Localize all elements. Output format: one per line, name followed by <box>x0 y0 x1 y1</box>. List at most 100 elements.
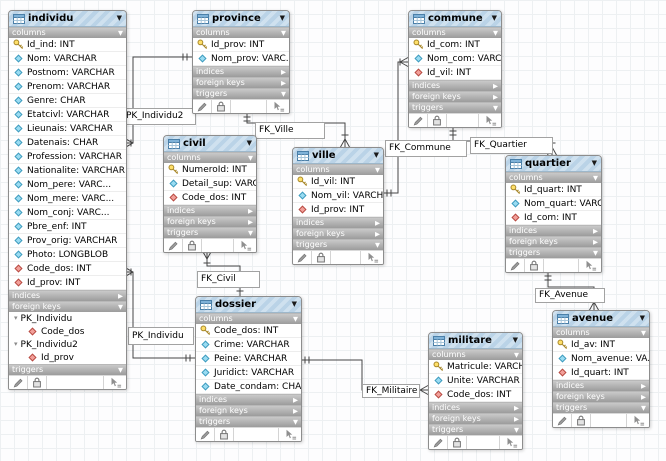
column-row[interactable]: Nom_quart: VARC... <box>506 197 601 211</box>
relationship-label-FK_Avenue[interactable]: FK_Avenue <box>535 288 605 303</box>
column-row[interactable]: Unite: VARCHAR <box>429 374 522 388</box>
section-bar-indices-dossier[interactable]: indices▶ <box>196 394 301 405</box>
column-row[interactable]: Nom_prov: VARC... <box>193 52 289 66</box>
column-row[interactable]: Id_av: INT <box>553 338 649 352</box>
section-bar-foreign-keys-civil[interactable]: foreign keys▶ <box>164 216 256 227</box>
table-header-militare[interactable]: militare▼ <box>429 333 522 349</box>
lock-icon[interactable] <box>183 239 202 252</box>
expander-icon[interactable]: ▾ <box>14 340 18 348</box>
table-header-dossier[interactable]: dossier▼ <box>196 297 301 313</box>
column-row[interactable]: Matricule: VARCHAR <box>429 360 522 374</box>
table-menu-arrow-icon[interactable]: ▼ <box>291 300 297 308</box>
pointer-icon[interactable] <box>579 259 601 272</box>
relationship-label-FK_Ville[interactable]: FK_Ville <box>255 122 325 139</box>
table-menu-arrow-icon[interactable]: ▼ <box>373 151 379 159</box>
foreign-key-group[interactable]: ▾PK_Individu <box>9 312 126 325</box>
section-bar-columns-avenue[interactable]: columns▼ <box>553 327 649 338</box>
column-row[interactable]: Genre: CHAR <box>9 94 126 108</box>
lock-icon[interactable] <box>572 414 591 427</box>
section-bar-triggers-commune[interactable]: triggers▼ <box>409 102 501 113</box>
lock-icon[interactable] <box>448 436 467 449</box>
pencil-icon[interactable] <box>409 114 428 127</box>
section-bar-indices-individu[interactable]: indices▶ <box>9 290 126 301</box>
pencil-icon[interactable] <box>553 414 572 427</box>
relationship-line-FK_Commune[interactable] <box>382 61 408 194</box>
column-row[interactable]: Nom_mere: VARC... <box>9 192 126 206</box>
column-row[interactable]: Id_prov: INT <box>9 276 126 290</box>
section-bar-triggers-avenue[interactable]: triggers▼ <box>553 402 649 413</box>
pointer-icon[interactable] <box>234 239 256 252</box>
section-bar-triggers-civil[interactable]: triggers▼ <box>164 227 256 238</box>
column-row[interactable]: Photo: LONGBLOB <box>9 248 126 262</box>
expander-icon[interactable]: ▾ <box>14 314 18 322</box>
relationship-label-FK_Commune[interactable]: FK_Commune <box>385 140 467 157</box>
pencil-icon[interactable] <box>193 100 212 113</box>
pointer-icon[interactable] <box>479 114 501 127</box>
section-bar-indices-avenue[interactable]: indices▶ <box>553 380 649 391</box>
table-menu-arrow-icon[interactable]: ▼ <box>639 314 645 322</box>
table-header-avenue[interactable]: avenue▼ <box>553 311 649 327</box>
column-row[interactable]: Id_quart: INT <box>553 366 649 380</box>
column-row[interactable]: Etatcivl: VARCHAR <box>9 108 126 122</box>
table-menu-arrow-icon[interactable]: ▼ <box>116 14 122 22</box>
section-bar-foreign-keys-commune[interactable]: foreign keys▶ <box>409 91 501 102</box>
table-menu-arrow-icon[interactable]: ▼ <box>512 336 518 344</box>
section-bar-columns-ville[interactable]: columns▼ <box>293 164 383 175</box>
section-bar-indices-militare[interactable]: indices▶ <box>429 402 522 413</box>
pointer-icon[interactable] <box>279 428 301 441</box>
column-row[interactable]: Code_dos: INT <box>9 262 126 276</box>
pencil-icon[interactable] <box>429 436 448 449</box>
table-menu-arrow-icon[interactable]: ▼ <box>279 14 285 22</box>
table-header-individu[interactable]: individu▼ <box>9 11 126 27</box>
column-row[interactable]: Id_prov: INT <box>193 38 289 52</box>
section-bar-triggers-province[interactable]: triggers▼ <box>193 88 289 99</box>
column-row[interactable]: Peine: VARCHAR <box>196 352 301 366</box>
section-bar-indices-ville[interactable]: indices▶ <box>293 217 383 228</box>
section-bar-columns-quartier[interactable]: columns▼ <box>506 172 601 183</box>
table-militare[interactable]: militare▼columns▼Matricule: VARCHARUnite… <box>428 332 523 450</box>
column-row[interactable]: Postnom: VARCHAR <box>9 66 126 80</box>
section-bar-foreign-keys-quartier[interactable]: foreign keys▶ <box>506 236 601 247</box>
relationship-line-PK_Individu2[interactable] <box>125 56 192 144</box>
column-row[interactable]: Prenom: VARCHAR <box>9 80 126 94</box>
table-header-ville[interactable]: ville▼ <box>293 148 383 164</box>
column-row[interactable]: Id_com: INT <box>506 211 601 225</box>
column-row[interactable]: Crime: VARCHAR <box>196 338 301 352</box>
column-row[interactable]: Id_prov: INT <box>293 203 383 217</box>
section-bar-indices-quartier[interactable]: indices▶ <box>506 225 601 236</box>
column-row[interactable]: Nom_avenue: VA... <box>553 352 649 366</box>
column-row[interactable]: Id_vil: INT <box>409 66 501 80</box>
lock-icon[interactable] <box>28 376 47 389</box>
section-bar-indices-commune[interactable]: indices▶ <box>409 80 501 91</box>
pointer-icon[interactable] <box>500 436 522 449</box>
lock-icon[interactable] <box>215 428 234 441</box>
section-bar-columns-dossier[interactable]: columns▼ <box>196 313 301 324</box>
column-row[interactable]: Date_condam: CHAR <box>196 380 301 394</box>
section-bar-foreign-keys-militare[interactable]: foreign keys▶ <box>429 413 522 424</box>
table-menu-arrow-icon[interactable]: ▼ <box>491 14 497 22</box>
foreign-key-column[interactable]: Id_prov <box>9 351 126 364</box>
pointer-icon[interactable] <box>627 414 649 427</box>
lock-icon[interactable] <box>428 114 447 127</box>
column-row[interactable]: Id_ind: INT <box>9 38 126 52</box>
column-row[interactable]: Nom: VARCHAR <box>9 52 126 66</box>
foreign-key-column[interactable]: Code_dos <box>9 325 126 338</box>
pencil-icon[interactable] <box>196 428 215 441</box>
section-bar-columns-individu[interactable]: columns▼ <box>9 27 126 38</box>
column-row[interactable]: Code_dos: INT <box>196 324 301 338</box>
column-row[interactable]: NumeroId: INT <box>164 163 256 177</box>
column-row[interactable]: Nom_conj: VARC... <box>9 206 126 220</box>
relationship-label-FK_Quartier[interactable]: FK_Quartier <box>470 137 553 154</box>
section-bar-triggers-individu[interactable]: triggers▼ <box>9 364 126 375</box>
section-bar-foreign-keys-ville[interactable]: foreign keys▶ <box>293 228 383 239</box>
relationship-label-PK_Individu2[interactable]: PK_Individu2 <box>122 108 196 125</box>
pointer-icon[interactable] <box>361 251 383 264</box>
section-bar-foreign-keys-avenue[interactable]: foreign keys▶ <box>553 391 649 402</box>
section-bar-foreign-keys-dossier[interactable]: foreign keys▶ <box>196 405 301 416</box>
